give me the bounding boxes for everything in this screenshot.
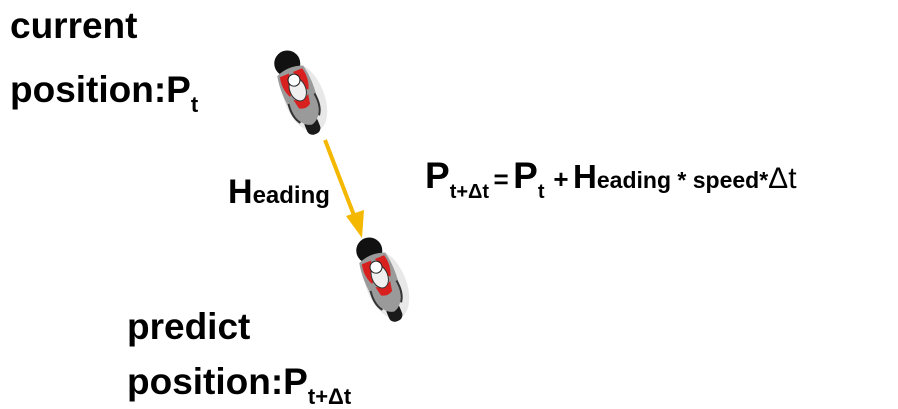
formula-rhs-p: P bbox=[513, 155, 538, 196]
heading-label-rest: eading bbox=[252, 182, 330, 209]
heading-arrow-label: Heading bbox=[228, 175, 330, 209]
formula-delta-t: Δt bbox=[768, 162, 797, 195]
predicted-motorbike-icon bbox=[347, 228, 421, 329]
predict-position-label-line2: position:Pt+Δt bbox=[127, 363, 351, 408]
predict-position-label-line1: predict bbox=[127, 306, 251, 347]
current-motorbike-icon bbox=[265, 41, 339, 142]
formula-heading-speed: eading * speed* bbox=[596, 167, 769, 193]
predict-position-subscript: t+Δt bbox=[307, 383, 352, 409]
current-position-subscript: t bbox=[190, 91, 199, 117]
formula-lhs-subscript: t+Δt bbox=[449, 181, 490, 203]
heading-label-capital: H bbox=[228, 173, 253, 211]
current-position-label-line2: position:Pt bbox=[10, 71, 198, 116]
formula-equals: = bbox=[493, 164, 509, 194]
current-position-label-line1: current bbox=[10, 5, 138, 46]
prediction-formula: Pt+Δt = Pt + Heading * speed*Δt bbox=[425, 157, 797, 202]
predict-position-text: position:P bbox=[127, 361, 308, 402]
formula-plus: + bbox=[553, 164, 569, 194]
heading-arrow-line bbox=[323, 139, 357, 219]
formula-rhs-subscript: t bbox=[537, 181, 545, 203]
formula-lhs-p: P bbox=[425, 155, 450, 196]
heading-arrowhead bbox=[346, 210, 364, 238]
current-position-text: position:P bbox=[10, 69, 191, 110]
formula-heading-capital: H bbox=[573, 158, 597, 195]
